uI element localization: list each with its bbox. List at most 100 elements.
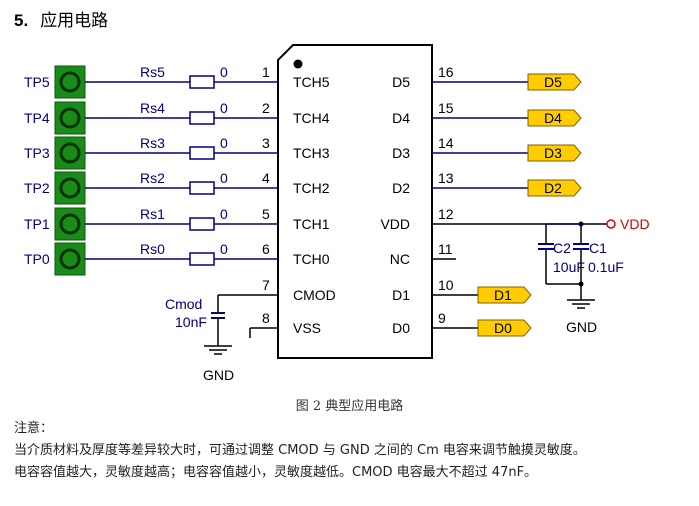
resistor-rs2 [189,181,215,195]
vdd-terminal-icon [606,219,616,229]
c2-value: 10uF [553,259,585,275]
pin-number: 2 [262,100,270,116]
resistor-name: Rs2 [140,170,165,186]
section-title: 5. 应用电路 [14,6,108,31]
notes-heading: 注意： [14,421,54,436]
touch-pad-label: TP4 [24,110,50,126]
net-tag-d0 [477,319,532,337]
pin-name: TCH4 [293,110,330,126]
pin-number: 15 [438,100,454,116]
net-tag-label: D3 [544,145,562,161]
pin-name: TCH3 [293,145,330,161]
ic-body [277,44,433,359]
resistor-rs4 [189,111,215,125]
touch-pad-ring-icon [59,107,81,129]
pin1-marker [293,59,303,69]
touch-pad-label: TP5 [24,74,50,90]
pin-name: TCH1 [293,216,330,232]
resistor-rs5 [189,75,215,89]
net-tag-label: D0 [494,320,512,336]
pin-name: D3 [392,145,410,161]
pin-name: VDD [380,216,410,232]
notes-line-1: 当介质材料及厚度等差异较大时，可通过调整 CMOD 与 GND 之间的 Cm 电… [14,443,586,458]
net-tag-label: D1 [494,287,512,303]
touch-pad-label: TP1 [24,216,50,232]
pin-name: NC [390,251,410,267]
touch-pad-ring-icon [59,177,81,199]
touch-pad-ring-icon [59,248,81,270]
net-tag-label: D2 [544,180,562,196]
pin-number: 1 [262,64,270,80]
cmod-name: Cmod [165,296,202,312]
cmod-value: 10nF [175,314,207,330]
net-tag-label: D5 [544,74,562,90]
resistor-name: Rs3 [140,135,165,151]
pin-name: D2 [392,180,410,196]
pin-name: CMOD [293,287,336,303]
pin-name: TCH5 [293,74,330,90]
pin-number: 14 [438,135,454,151]
net-tag-d2 [527,179,582,197]
pin-vdd: VDD 12 [380,206,453,232]
c2-name: C2 [553,240,571,256]
touch-pad-label: TP2 [24,180,50,196]
section-title-text: 应用电路 [40,11,109,31]
pin-name: VSS [293,320,321,336]
power-ground-icon [567,299,595,309]
pin-number: 16 [438,64,454,80]
gnd-label: GND [203,367,234,383]
notes: 注意： 当介质材料及厚度等差异较大时，可通过调整 CMOD 与 GND 之间的 … [14,418,586,484]
pin-number: 8 [262,310,270,326]
pin-number: 7 [262,277,270,293]
resistor-rs0 [189,252,215,266]
c1-value: 0.1uF [588,259,624,275]
pin-nc: NC 11 [390,241,456,267]
cmod-ground-icon [204,345,232,355]
resistor-value: 0 [220,170,228,186]
pin-name: D1 [392,287,410,303]
pin-number: 10 [438,277,454,293]
net-tag-d3 [527,144,582,162]
section-number: 5. [14,11,29,30]
pin-number: 5 [262,206,270,222]
resistor-value: 0 [220,100,228,116]
net-tag-label: D4 [544,110,562,126]
resistor-name: Rs5 [140,64,165,80]
net-tag-d1 [477,286,532,304]
pin-number: 9 [438,310,446,326]
resistor-rs3 [189,146,215,160]
pin-name: D4 [392,110,410,126]
pin-number: 12 [438,206,454,222]
pin-number: 6 [262,241,270,257]
pin-name: D5 [392,74,410,90]
pin-number: 13 [438,170,454,186]
c1-name: C1 [589,240,607,256]
vdd-label: VDD [620,216,650,232]
resistor-value: 0 [220,206,228,222]
pin-name: TCH2 [293,180,330,196]
touch-pad-label: TP0 [24,251,50,267]
pin-number: 4 [262,170,270,186]
pin-number: 11 [438,241,453,257]
resistor-value: 0 [220,241,228,257]
resistor-name: Rs0 [140,241,165,257]
pin-number: 3 [262,135,270,151]
touch-pad-label: TP3 [24,145,50,161]
notes-line-2: 电容容值越大，灵敏度越高；电容容值越小，灵敏度越低。CMOD 电容最大不超过 4… [14,465,538,480]
touch-pad-ring-icon [59,142,81,164]
net-tag-d5 [527,73,582,91]
